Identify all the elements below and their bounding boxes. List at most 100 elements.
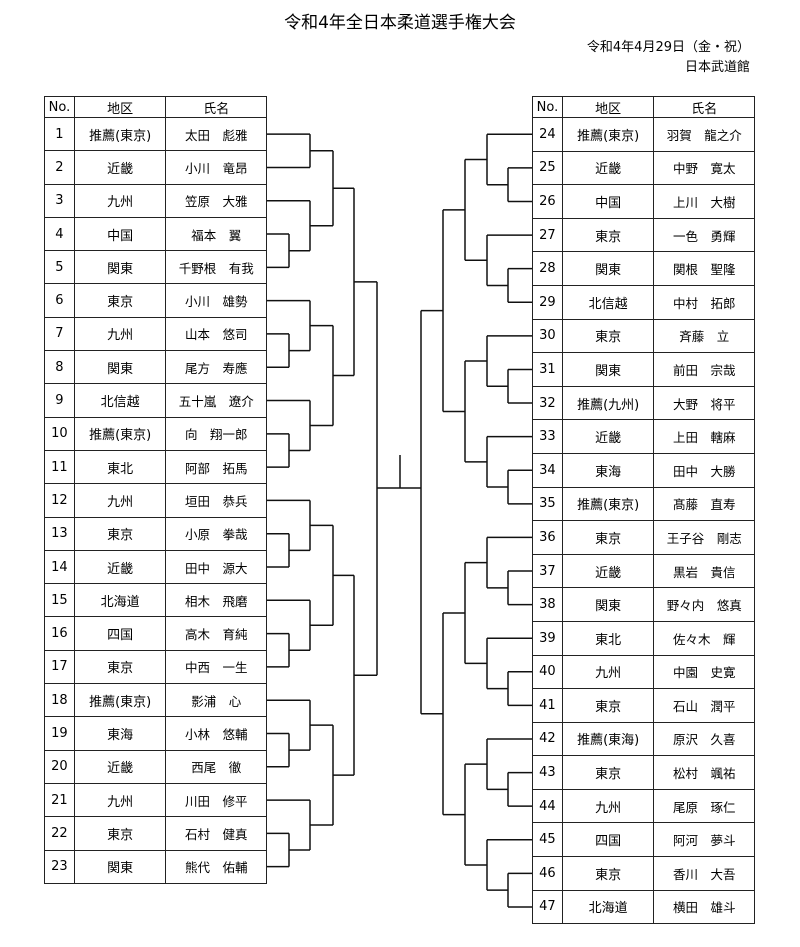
entry-name: 野々内 悠真 [653,587,755,622]
entry-no: 18 [44,683,75,718]
entry-district: 近畿 [73,150,167,185]
entry-no: 40 [532,654,563,690]
entry-name: 中村 拓郎 [653,284,755,320]
entry-name: 尾方 寿應 [165,350,267,385]
entry-name: 阿部 拓馬 [165,449,267,485]
entry-no: 23 [44,849,75,884]
entry-district: 東京 [561,217,655,253]
entry-name: 福本 翼 [165,216,267,252]
entry-name: 五十嵐 遼介 [165,383,267,418]
entry-district: 東北 [73,449,167,485]
entry-district: 近畿 [73,549,167,585]
event-venue: 日本武道館 [684,60,750,75]
entry-name: 関根 聖隆 [653,251,755,286]
entry-no: 15 [44,583,75,618]
entry-no: 5 [44,250,75,285]
entry-district: 関東 [561,587,655,622]
entry-district: 近畿 [73,749,167,784]
entry-district: 四国 [73,616,167,651]
entry-district: 北海道 [561,889,655,925]
entry-no: 1 [44,116,75,152]
entry-name: 髙藤 直寿 [653,486,755,522]
entry-name: 垣田 恭兵 [165,483,267,518]
entry-name: 横田 雄斗 [653,889,755,925]
entry-name: 佐々木 輝 [653,620,755,656]
entry-district: 東京 [73,649,167,685]
entry-no: 7 [44,316,75,352]
entry-name: 中西 一生 [165,649,267,685]
entry-name: 笠原 大雅 [165,183,267,218]
entry-district: 推薦(東京) [561,117,655,152]
entry-district: 北信越 [73,383,167,418]
entry-name: 上田 轄麻 [653,419,755,454]
entry-district: 北海道 [73,583,167,618]
entry-name: 小林 悠輔 [165,716,267,751]
entry-no: 14 [44,549,75,585]
entry-name: 原沢 久喜 [653,721,755,757]
entry-district: 推薦(東京) [561,486,655,522]
col-header-name: 氏名 [165,96,267,118]
entry-district: 東京 [561,688,655,723]
entry-name: 千野根 有我 [165,250,267,285]
entry-name: 尾原 琢仁 [653,788,755,824]
entry-no: 29 [532,284,563,320]
entry-name: 王子谷 剛志 [653,520,755,555]
entry-district: 関東 [73,849,167,884]
entry-no: 45 [532,822,563,858]
entry-name: 黒岩 貴信 [653,553,755,589]
entry-district: 東京 [73,283,167,318]
entry-district: 東京 [73,816,167,851]
entry-no: 16 [44,616,75,651]
entry-name: 一色 勇輝 [653,217,755,253]
entry-name: 前田 宗哉 [653,352,755,387]
entry-no: 43 [532,755,563,790]
col-header-district: 地区 [561,96,655,118]
entry-district: 近畿 [561,553,655,589]
entry-no: 12 [44,483,75,518]
page-title: 令和4年全日本柔道選手権大会 [284,13,516,33]
entry-name: 中園 史寛 [653,654,755,690]
entry-name: 阿河 夢斗 [653,822,755,858]
entry-name: 山本 悠司 [165,316,267,352]
entry-name: 川田 修平 [165,782,267,818]
entry-district: 推薦(東京) [73,683,167,718]
entry-no: 32 [532,385,563,421]
entry-name: 石村 健真 [165,816,267,851]
entry-name: 松村 颯祐 [653,755,755,790]
entry-district: 推薦(東海) [561,721,655,757]
entry-name: 太田 彪雅 [165,116,267,152]
entry-no: 30 [532,318,563,354]
col-header-name: 氏名 [653,96,755,118]
entry-name: 田中 源大 [165,549,267,585]
entry-district: 九州 [73,483,167,518]
entry-no: 9 [44,383,75,418]
entry-name: 大野 将平 [653,385,755,421]
